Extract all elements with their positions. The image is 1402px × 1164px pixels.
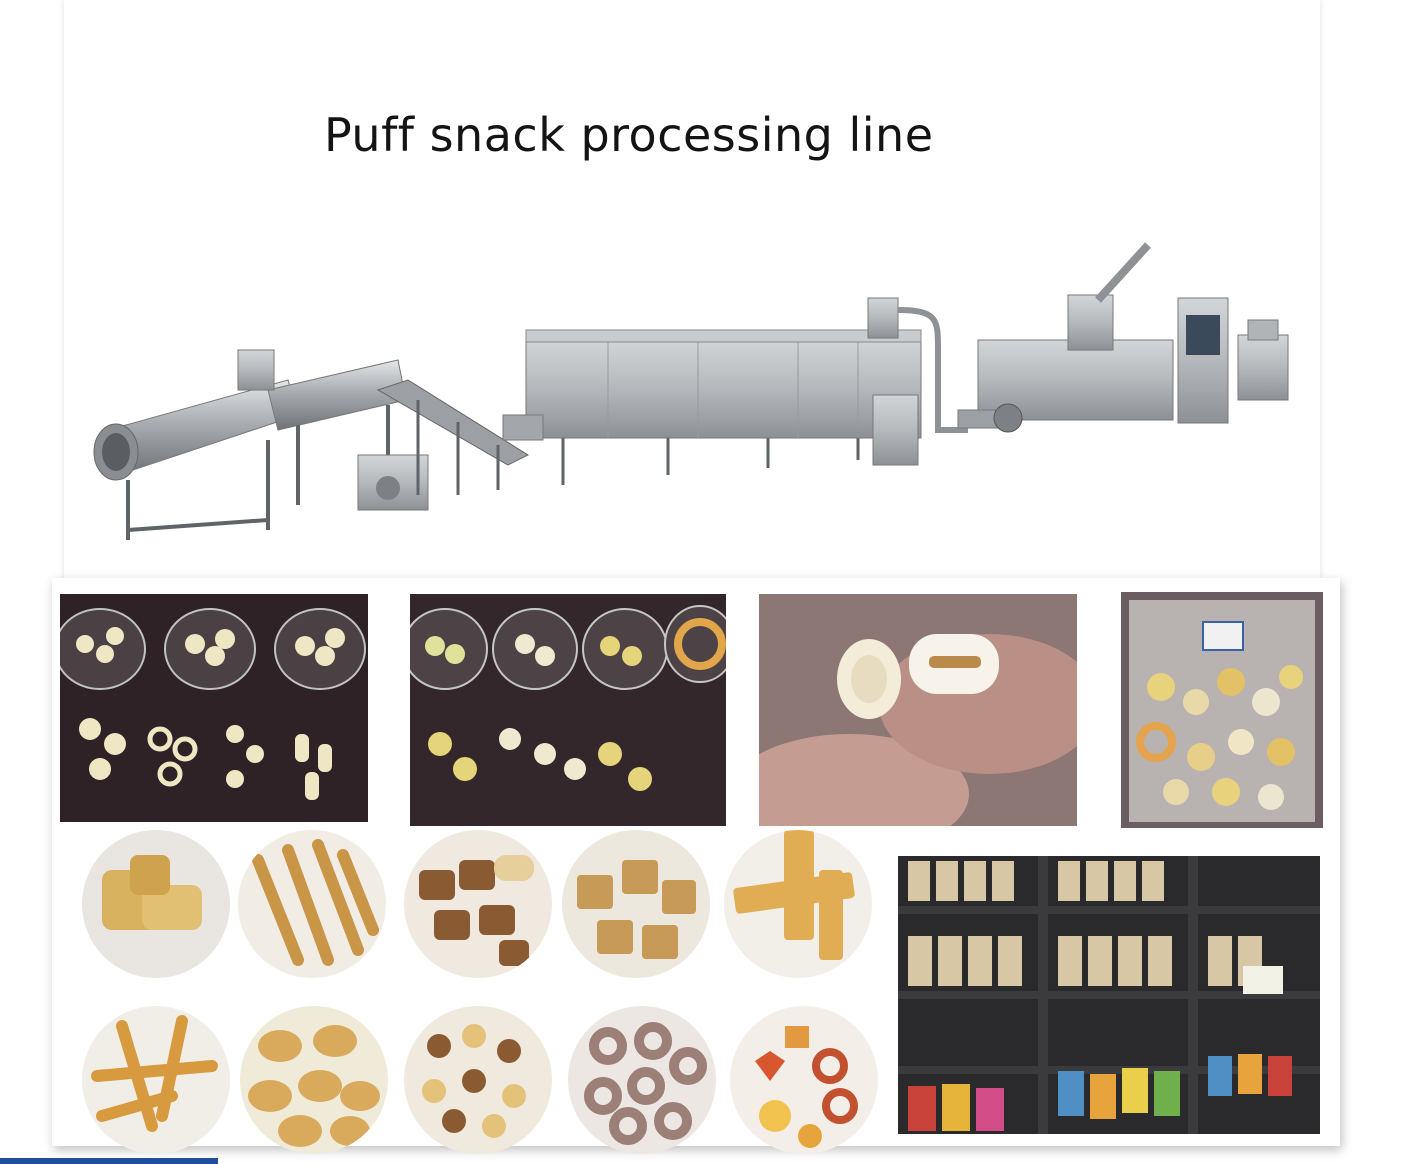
bagged-mixed-puff-snacks-icon [1121, 592, 1323, 828]
accent-bar [0, 1158, 218, 1164]
cocoa-ring-cereal-icon [568, 1006, 716, 1154]
bowls-of-puff-rings-and-balls-icon [60, 594, 368, 822]
bowls-of-puff-balls-icon [410, 594, 726, 826]
filled-pillow-snack-icon [82, 830, 230, 978]
page-title: Puff snack processing line [324, 108, 934, 162]
sandwich-stick-snack-icon [724, 830, 872, 978]
core-filled-pillow-snack-in-hand-icon [759, 594, 1077, 826]
seasoning-drum-icon [93, 349, 429, 540]
crispy-rice-squares-icon [562, 830, 710, 978]
letter-and-ring-cereal-icon [730, 1006, 878, 1154]
twisted-corn-curls-icon [82, 1006, 230, 1154]
incline-conveyor-icon [376, 379, 530, 495]
extruder-icon [957, 242, 1289, 433]
chocolate-filled-pillows-icon [404, 830, 552, 978]
mixed-shape-cereal-icon [404, 1006, 552, 1154]
dryer-oven-icon [502, 297, 968, 485]
crispy-shell-snack-icon [240, 1006, 388, 1154]
twisted-stick-snack-icon [238, 830, 386, 978]
extrusion-production-line-image [88, 240, 1308, 550]
snack-store-shelves-icon [898, 856, 1320, 1134]
